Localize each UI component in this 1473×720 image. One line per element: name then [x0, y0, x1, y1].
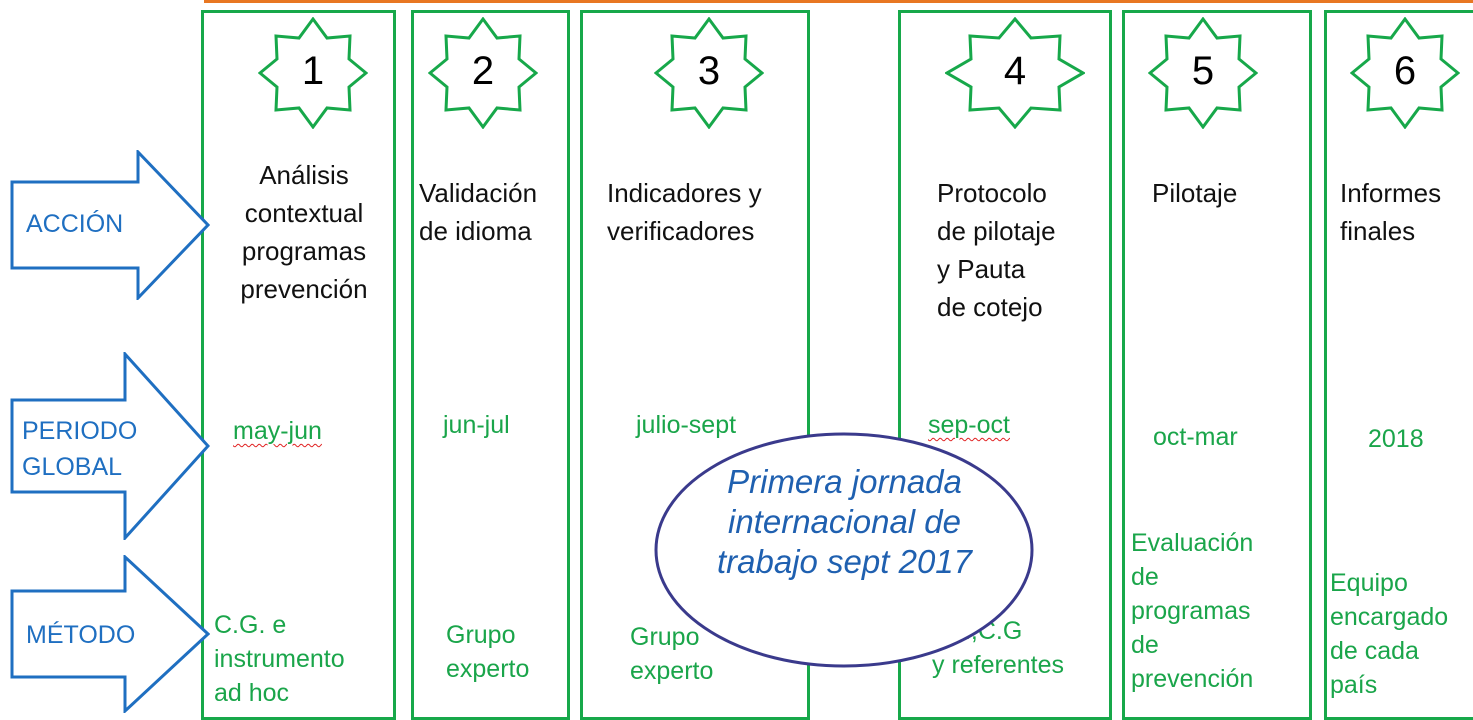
star-badge-icon [1350, 17, 1460, 129]
row-label-metodo: MÉTODO [26, 621, 136, 649]
step-1-action: Análisis contextual programas prevención [240, 160, 368, 304]
step-2-method: Grupo experto [446, 621, 530, 683]
top-accent-line [204, 0, 1473, 3]
star-badge-icon [654, 17, 764, 129]
row-label-accion: ACCIÓN [26, 210, 124, 238]
step-6-method: Equipo encargado de cada país [1330, 569, 1449, 699]
step-column-5 [1122, 10, 1312, 720]
callout-ellipse [654, 432, 1034, 668]
step-5-method: Evaluación de programas de prevención [1131, 529, 1254, 693]
star-badge-icon [258, 17, 368, 129]
step-2-period: jun-jul [443, 411, 510, 439]
star-badge-icon [428, 17, 538, 129]
step-4-period: sep-oct [928, 411, 1010, 439]
step-3-action: Indicadores y verificadores [607, 178, 762, 246]
step-column-6 [1324, 10, 1473, 720]
step-6-action: Informes finales [1340, 178, 1442, 246]
step-4-action: Protocolo de pilotaje y Pauta de cotejo [937, 178, 1056, 322]
step-2-action: Validación de idioma [419, 178, 538, 246]
step-5-action: Pilotaje [1152, 178, 1238, 208]
step-number: 3 [697, 49, 721, 93]
step-number: 4 [1003, 49, 1027, 93]
arrow-metodo-icon [10, 555, 210, 713]
row-label-periodo: PERIODO [22, 417, 138, 445]
arrow-periodo-icon [10, 352, 210, 540]
step-6-period: 2018 [1368, 425, 1424, 453]
step-number: 6 [1393, 49, 1417, 93]
step-1-method: C.G. e instrumento ad hoc [214, 611, 345, 707]
step-column-1 [201, 10, 396, 720]
step-1-period: may-jun [233, 417, 322, 445]
step-number: 1 [301, 49, 325, 93]
step-3-period: julio-sept [636, 411, 737, 439]
step-number: 2 [471, 49, 495, 93]
row-label-global: GLOBAL [22, 453, 123, 481]
step-column-2 [411, 10, 570, 720]
star-badge-icon [945, 17, 1085, 129]
step-3-method: Grupo experto [630, 623, 714, 685]
arrow-accion-icon [10, 150, 210, 300]
step-number: 5 [1191, 49, 1215, 93]
callout-text: Primera jornada internacional de trabajo… [716, 463, 973, 580]
step-5-period: oct-mar [1153, 423, 1238, 451]
star-badge-icon [1148, 17, 1258, 129]
